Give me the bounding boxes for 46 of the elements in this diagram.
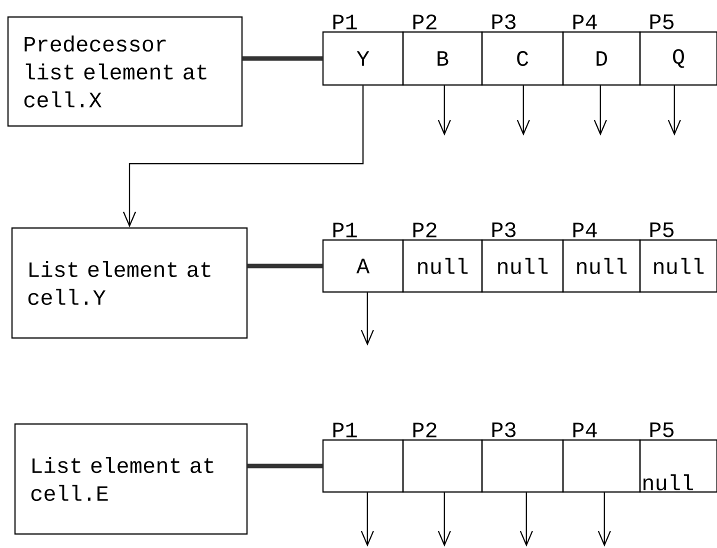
pointer-label: P5 xyxy=(650,222,674,238)
connector-bar xyxy=(242,56,322,61)
pointer-cell: null xyxy=(639,439,717,493)
pointer-cell: null xyxy=(481,239,564,293)
pointer-cell: null xyxy=(562,239,641,293)
pointer-label: P2 xyxy=(413,14,436,30)
pointer-label: P4 xyxy=(573,222,597,238)
connector-bar xyxy=(248,264,322,268)
pointer-cell: C xyxy=(481,31,564,86)
list-element-box: List element at cell.E xyxy=(14,423,248,535)
arrow xyxy=(668,86,681,136)
list-element-box: Predecessor list element at cell.X xyxy=(7,16,243,127)
pointer-label: P1 xyxy=(333,222,357,238)
pointer-cell: B xyxy=(402,31,483,86)
pointer-label: P5 xyxy=(650,422,674,438)
pointer-cell xyxy=(562,439,641,493)
pointer-cell: A xyxy=(322,239,404,293)
pointer-label: P3 xyxy=(492,422,516,438)
pointer-label: P2 xyxy=(413,422,436,438)
pointer-cell: Y xyxy=(322,31,404,86)
arrow xyxy=(122,86,364,228)
pointer-cell xyxy=(481,439,564,493)
pointer-label: P4 xyxy=(573,14,597,30)
connector-bar xyxy=(248,464,322,468)
pointer-cell: null xyxy=(402,239,483,293)
pointer-label: P1 xyxy=(333,14,357,30)
pointer-cell xyxy=(402,439,483,493)
arrow xyxy=(516,86,530,136)
pointer-cell: Q xyxy=(639,31,717,86)
pointer-label: P5 xyxy=(650,14,674,30)
arrow xyxy=(438,86,451,136)
arrow xyxy=(360,492,374,547)
pointer-cell: D xyxy=(562,31,641,86)
list-element-box: List element at cell.Y xyxy=(11,227,248,339)
pointer-label: P4 xyxy=(573,422,597,438)
pointer-label: P3 xyxy=(492,222,516,238)
pointer-label: P3 xyxy=(492,14,516,30)
arrow xyxy=(594,86,607,136)
arrow xyxy=(438,492,451,547)
pointer-label: P1 xyxy=(333,422,357,438)
arrow xyxy=(598,492,611,547)
pointer-label: P2 xyxy=(413,222,436,238)
arrow xyxy=(520,492,533,547)
pointer-cell: null xyxy=(639,239,717,293)
arrow xyxy=(360,292,374,346)
pointer-cell xyxy=(322,439,404,493)
